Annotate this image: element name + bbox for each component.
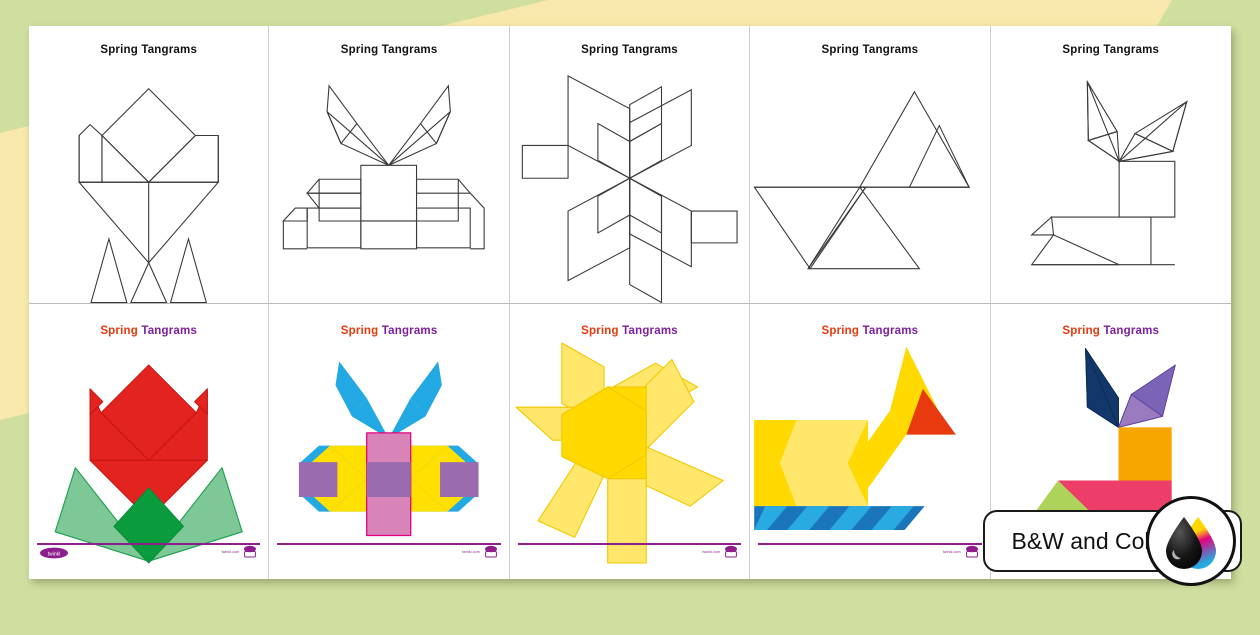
- duck-outline-icon: [750, 54, 989, 303]
- footer-url: twinkl.com: [221, 550, 240, 554]
- card-title: Spring Tangrams: [340, 44, 438, 56]
- card-title-tangrams: Tangrams: [141, 324, 198, 337]
- card-title: Spring Tangrams: [1062, 44, 1160, 56]
- butterfly-outline-icon: [269, 54, 508, 303]
- card-grid: Spring Tangrams: [29, 26, 1231, 579]
- footer-right: twinkl.com: [462, 544, 499, 560]
- card-color-sun-flower[interactable]: Spring Tangrams: [509, 302, 751, 580]
- card-color-duck[interactable]: Spring Tangrams: [750, 302, 991, 580]
- tulip-outline-icon: [29, 54, 268, 303]
- footer-url: twinkl.com: [462, 550, 480, 554]
- card-title-tangrams: Tangrams: [1103, 324, 1160, 337]
- rabbit-outline-icon: [991, 54, 1231, 303]
- butterfly-color-icon: [269, 332, 508, 580]
- card-bw-duck[interactable]: Spring Tangrams: [750, 26, 991, 303]
- footer-rule: [758, 543, 982, 545]
- footer-url: twinkl.com: [942, 550, 961, 554]
- svg-text:twinkl: twinkl: [48, 551, 61, 557]
- card-footer: twinkl.com: [517, 543, 742, 565]
- card-title: Spring Tangrams: [29, 325, 268, 337]
- card-footer: twinkl.com: [277, 543, 501, 565]
- card-bw-sun-flower[interactable]: Spring Tangrams: [509, 26, 751, 303]
- footer-right: twinkl.com: [222, 544, 259, 560]
- footer-rule: [277, 543, 501, 545]
- card-title-tangrams: Tangrams: [622, 324, 678, 337]
- card-title-spring: Spring: [340, 324, 379, 337]
- sun-flower-color-icon: [510, 332, 749, 580]
- sun-flower-outline-icon: [510, 54, 749, 303]
- card-title-tangrams: Tangrams: [381, 324, 438, 337]
- twinkl-badge-icon: [965, 545, 978, 558]
- footer-right: twinkl.com: [702, 544, 739, 560]
- card-title-spring: Spring: [581, 324, 619, 337]
- card-bw-tulip[interactable]: Spring Tangrams: [29, 26, 270, 303]
- card-color-tulip[interactable]: Spring Tangrams: [29, 302, 270, 580]
- card-title-spring: Spring: [100, 324, 138, 337]
- card-title: Spring Tangrams: [821, 44, 919, 56]
- card-footer: twinkl twinkl.com: [37, 543, 261, 565]
- worksheet-preview-sheet: Spring Tangrams: [29, 26, 1231, 579]
- footer-rule: [517, 543, 742, 545]
- twinkl-badge-icon: [725, 545, 738, 558]
- card-bw-rabbit[interactable]: Spring Tangrams: [990, 26, 1231, 303]
- card-title: Spring Tangrams: [750, 325, 989, 337]
- duck-color-icon: [750, 332, 989, 580]
- card-color-butterfly[interactable]: Spring Tangrams: [269, 302, 510, 580]
- twinkl-logo-icon: twinkl: [39, 546, 69, 565]
- bw-and-color-badge: B&W and Color: [983, 496, 1242, 586]
- card-title: Spring Tangrams: [510, 325, 749, 337]
- ink-drop-highlight-icon: [1172, 550, 1181, 560]
- card-title: Spring Tangrams: [991, 325, 1231, 337]
- footer-url: twinkl.com: [702, 550, 721, 554]
- ink-drop-badge-circle: [1146, 496, 1236, 586]
- card-title: Spring Tangrams: [269, 325, 508, 337]
- card-title-spring: Spring: [1062, 324, 1101, 337]
- twinkl-badge-icon: [484, 545, 497, 558]
- twinkl-badge-icon: [244, 545, 257, 558]
- card-title-tangrams: Tangrams: [862, 324, 919, 337]
- card-title: Spring Tangrams: [581, 44, 678, 56]
- tulip-color-icon: [29, 332, 268, 580]
- footer-right: twinkl.com: [943, 544, 980, 560]
- badge-label: B&W and Color: [1011, 527, 1170, 554]
- card-title-spring: Spring: [821, 324, 860, 337]
- card-title: Spring Tangrams: [100, 44, 198, 56]
- footer-rule: [37, 543, 261, 545]
- card-bw-butterfly[interactable]: Spring Tangrams: [269, 26, 510, 303]
- card-footer: twinkl.com: [758, 543, 982, 565]
